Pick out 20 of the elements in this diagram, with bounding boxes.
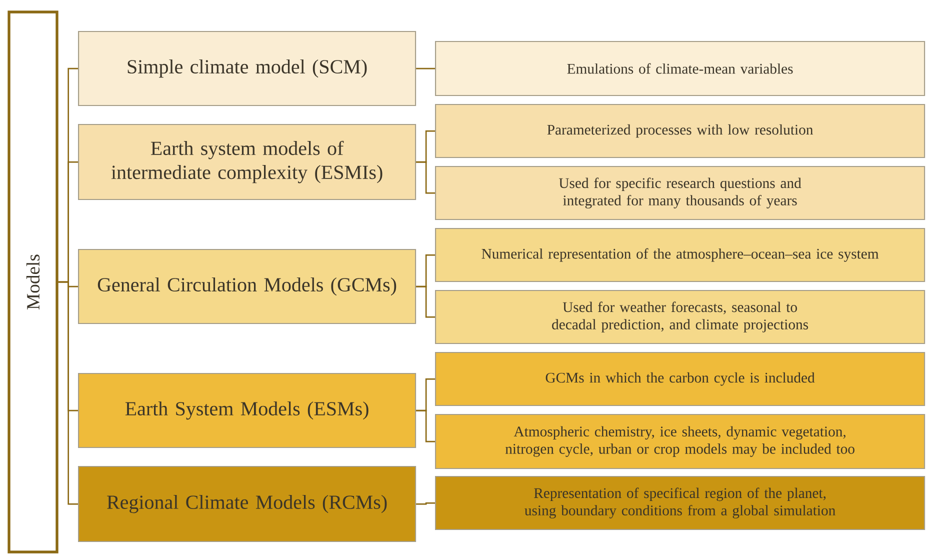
connector-line	[416, 161, 435, 194]
description-box: Emulations of climate-mean variables	[435, 41, 926, 96]
connector-line	[416, 286, 435, 318]
connector-line	[416, 410, 435, 442]
connector-line	[416, 502, 435, 505]
connector-line	[416, 68, 435, 70]
description-box: GCMs in which the carbon cycle is included	[435, 352, 926, 406]
model-box: General Circulation Models (GCMs)	[78, 249, 416, 324]
model-box: Regional Climate Models (RCMs)	[78, 466, 416, 542]
description-box: Atmospheric chemistry, ice sheets, dynamic vegetation, nitrogen cycle, urban or crop models may be included too	[435, 414, 926, 470]
connector-line	[58, 281, 78, 505]
description-box: Used for specific research questions and integrated for many thousands of years	[435, 166, 926, 220]
models-box: Models	[8, 10, 58, 554]
model-box: Simple climate model (SCM)	[78, 31, 416, 106]
model-box: Earth System Models (ESMs)	[78, 373, 416, 448]
description-box: Parameterized processes with low resolution	[435, 104, 926, 158]
description-box: Representation of specifical region of the planet, using boundary conditions from a global simulation	[435, 476, 926, 530]
model-box: Earth system models of intermediate complexity (ESMIs)	[78, 124, 416, 200]
description-box: Numerical representation of the atmosphere–ocean–sea ice system	[435, 228, 926, 282]
description-box: Used for weather forecasts, seasonal to decadal prediction, and climate projections	[435, 290, 926, 344]
